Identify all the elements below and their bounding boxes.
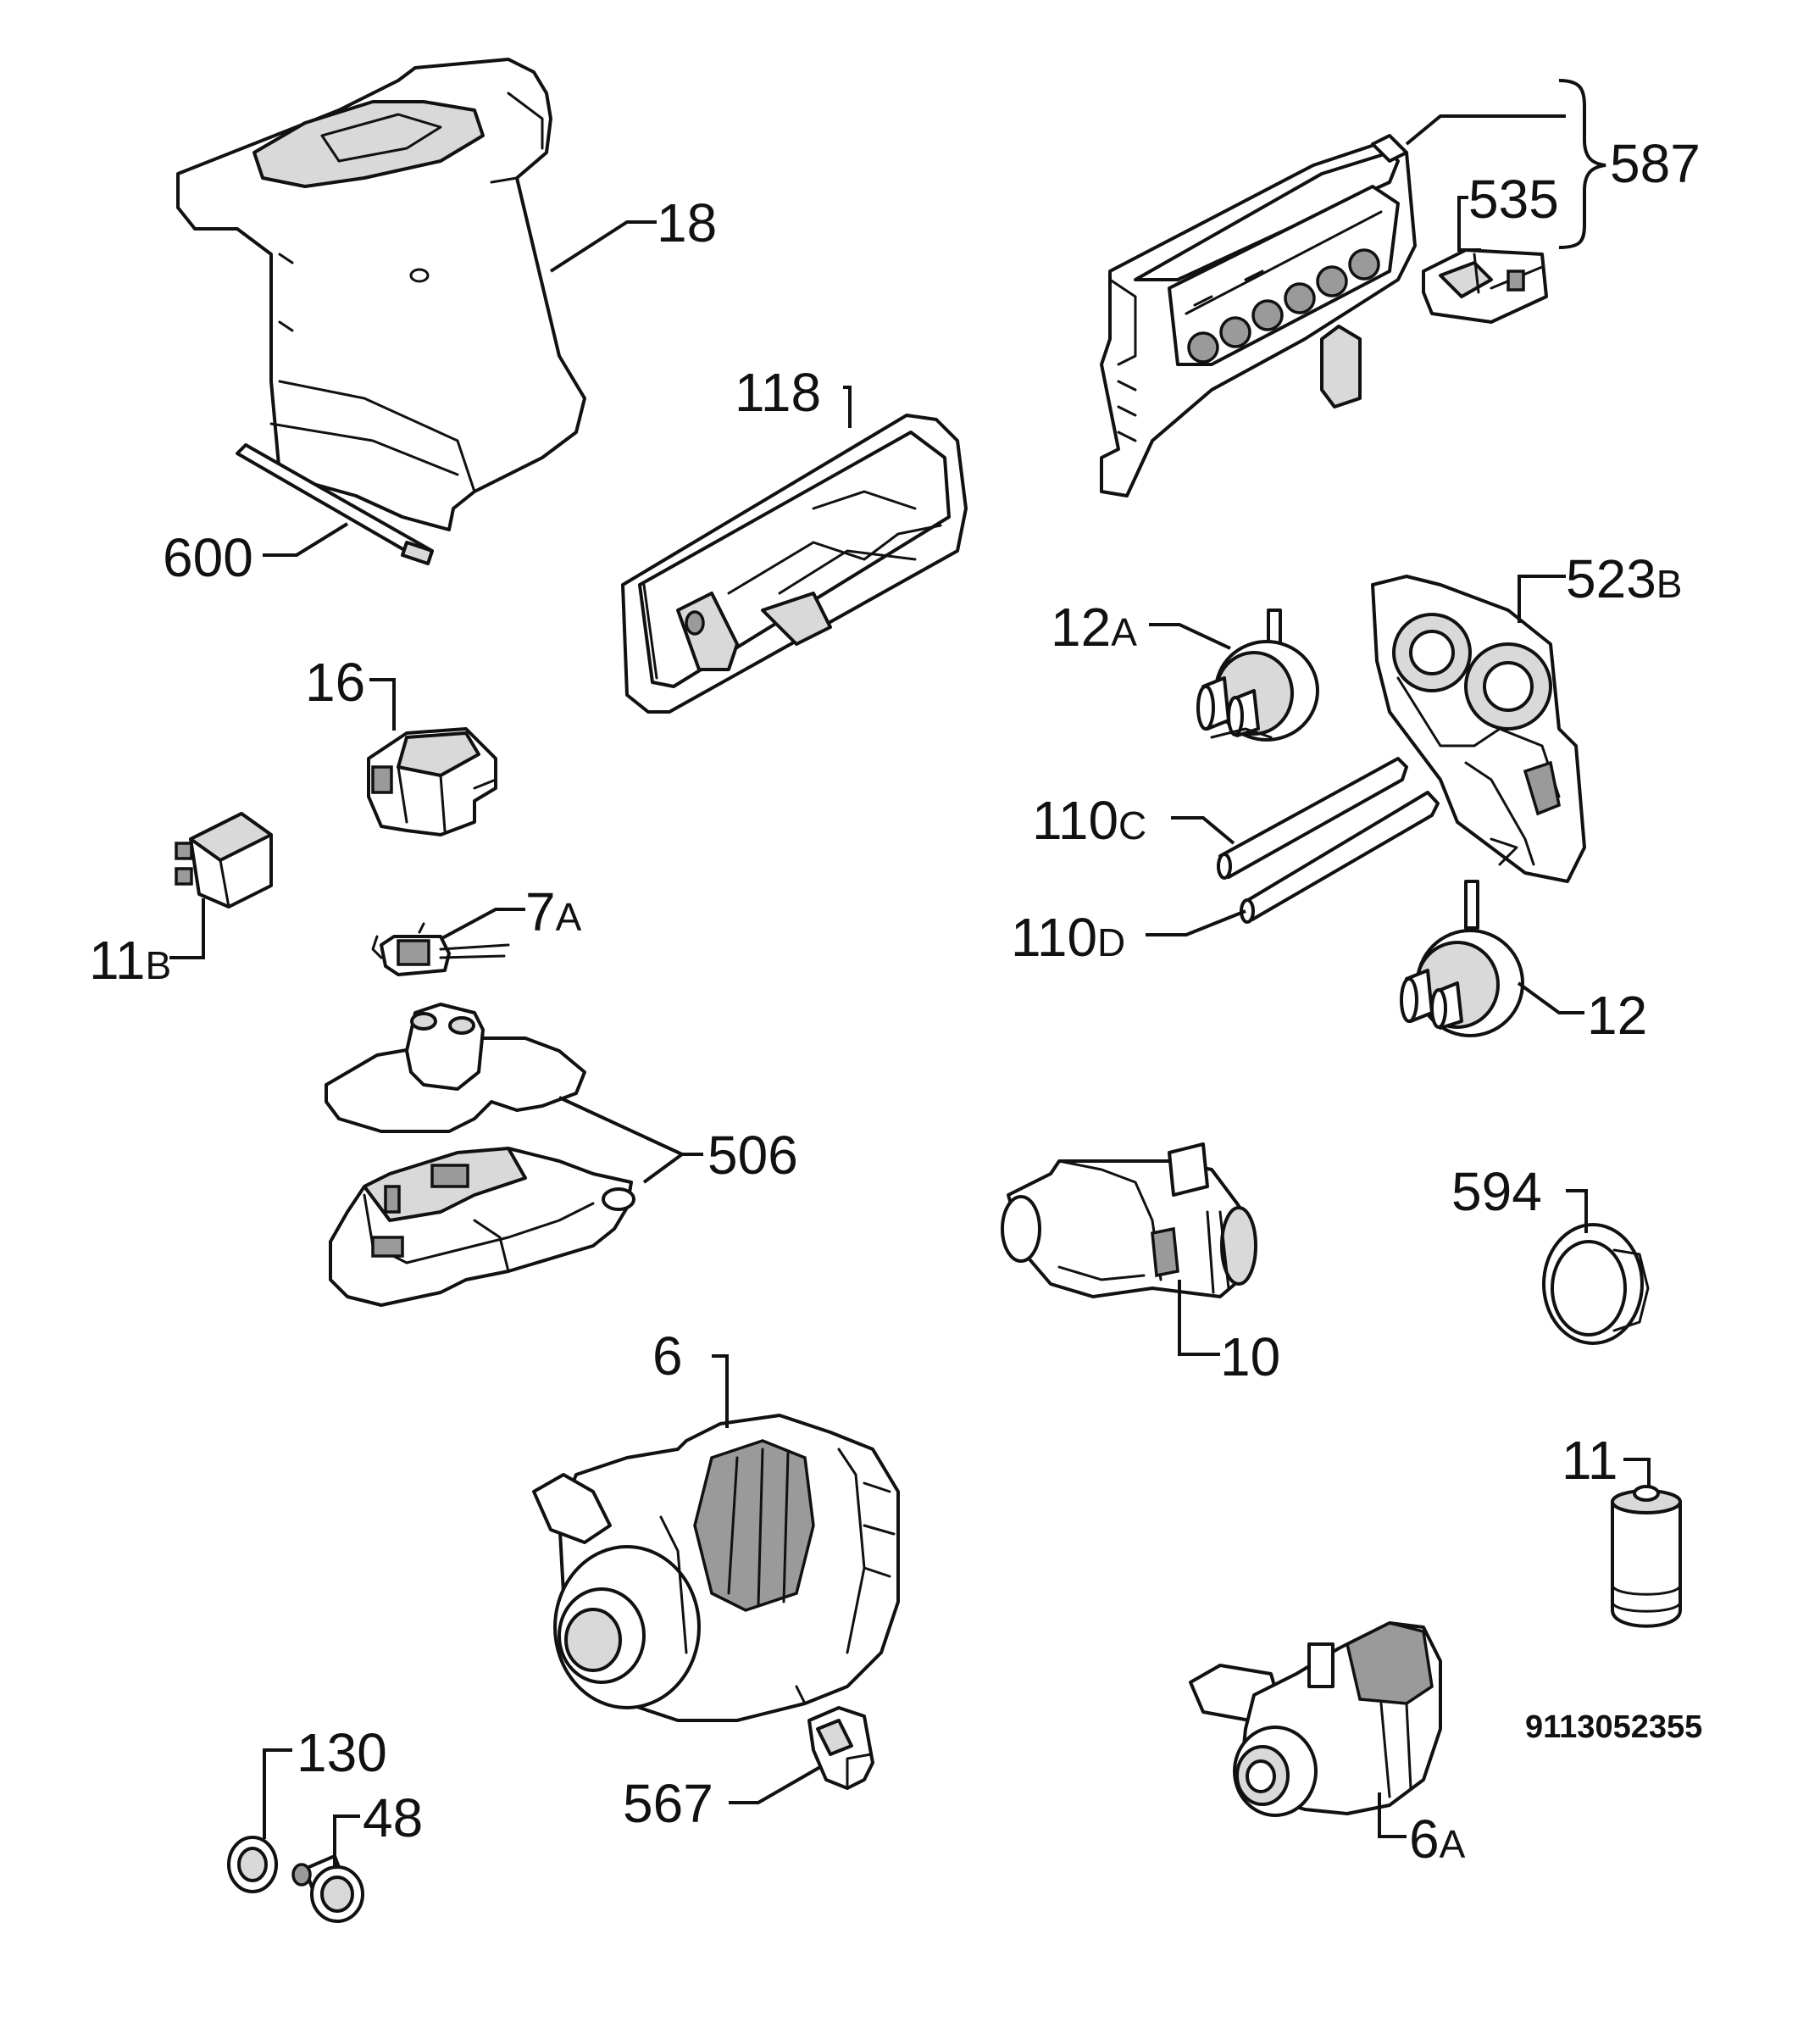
leader-523b [1518,575,1566,623]
part-48-plug[interactable] [291,1854,364,1923]
part-12-pressure-switch[interactable] [1400,880,1524,1037]
part-7a-microswitch[interactable] [371,922,510,976]
label-6a: 6A [1409,1809,1466,1870]
leader-535 [1457,196,1481,252]
label-594: 594 [1451,1161,1542,1222]
leader-11 [1623,1458,1651,1487]
label-110d: 110D [1011,907,1125,968]
part-594-seal-ring[interactable] [1542,1223,1650,1345]
label-10: 10 [1220,1326,1280,1387]
leader-11b [169,898,205,959]
label-18: 18 [657,192,717,253]
part-10-heater[interactable] [1001,1142,1257,1298]
part-labels: 18 600 118 587 535 12A 523B 16 110C 11B … [89,133,1701,1870]
part-506-float-assembly[interactable] [325,1003,635,1307]
part-11-capacitor[interactable] [1611,1485,1682,1628]
leader-16 [369,678,396,731]
label-600: 600 [163,527,253,588]
leader-110c [1171,816,1235,845]
label-567: 567 [623,1773,713,1834]
label-130: 130 [297,1722,387,1783]
label-110c: 110C [1032,790,1146,851]
part-118-detergent-dispenser[interactable] [621,414,968,714]
label-12a: 12A [1051,597,1137,658]
leader-6a [1378,1792,1407,1838]
part-110d-hose[interactable] [1240,791,1440,924]
part-567-clip[interactable] [807,1706,874,1790]
part-587-control-module[interactable] [1100,134,1417,497]
leader-594 [1566,1189,1588,1233]
leader-130 [263,1748,292,1839]
label-11: 11 [1562,1430,1617,1491]
brace-587 [1558,79,1606,249]
part-16-relay[interactable] [367,727,497,836]
label-118: 118 [735,362,821,423]
leader-567 [729,1765,821,1804]
leader-10 [1178,1280,1220,1356]
label-16: 16 [305,652,365,713]
label-587: 587 [1610,133,1701,194]
part-12a-pressure-switch[interactable] [1196,609,1319,742]
leader-110d [1146,909,1246,936]
leader-118 [843,386,852,428]
label-506: 506 [707,1125,798,1186]
part-6a-drain-pump[interactable] [1189,1621,1442,1817]
leader-7a [440,908,525,941]
module-knobs [1187,248,1380,364]
label-535: 535 [1468,169,1559,230]
part-18-air-duct[interactable] [176,58,586,531]
label-48: 48 [363,1787,423,1848]
label-6: 6 [652,1325,683,1387]
label-523b: 523B [1566,548,1682,609]
label-11b: 11B [89,930,171,991]
leader-48 [333,1814,360,1869]
leader-600 [263,522,349,557]
leader-18 [549,220,657,273]
part-600-seal-strip[interactable] [236,443,434,565]
part-6-circulation-pump[interactable] [532,1414,900,1722]
leader-506 [558,1096,703,1184]
leader-lines [169,114,1651,1869]
label-7a: 7A [525,881,582,942]
part-130-ring[interactable] [227,1836,278,1893]
leader-6 [712,1354,729,1428]
part-535-connector[interactable] [1422,248,1548,324]
part-11b-capacitor-block[interactable] [175,812,273,909]
leader-587 [1405,114,1566,146]
leader-12a [1149,623,1231,650]
label-12: 12 [1587,985,1647,1046]
document-number: 9113052355 [1525,1709,1702,1745]
leader-12 [1517,981,1584,1014]
part-110c-hose[interactable] [1217,757,1408,880]
part-523b-valve-block[interactable] [1371,575,1586,883]
